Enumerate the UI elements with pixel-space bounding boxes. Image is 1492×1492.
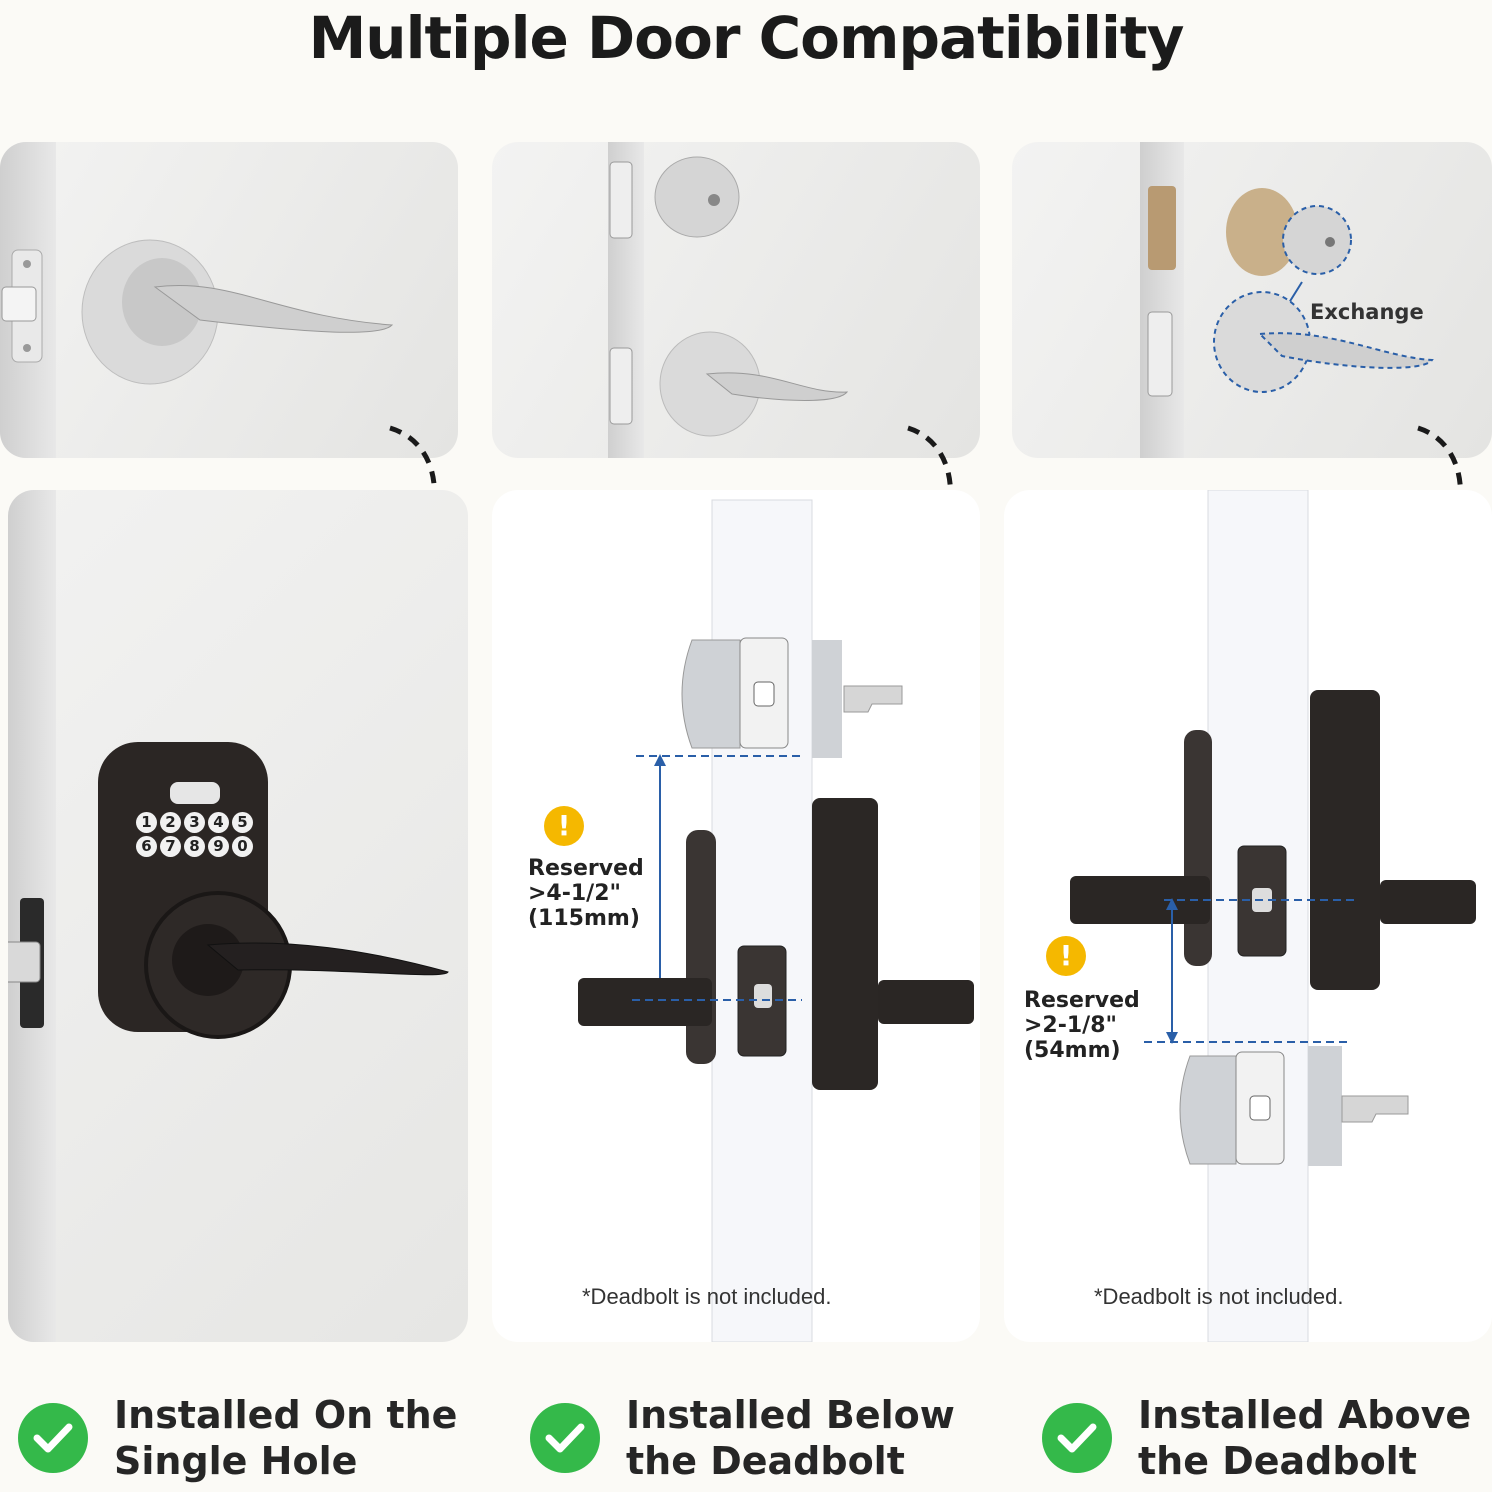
keypad-key-9: 9: [208, 836, 229, 857]
keypad-lever-lock-illustration: [8, 742, 449, 1039]
caption-line-2: the Deadbolt: [1138, 1439, 1417, 1483]
keypad-key-3: 3: [184, 812, 205, 833]
checkmark-icon: [1042, 1403, 1112, 1473]
keypad-key-2: 2: [160, 812, 181, 833]
keypad-key-1: 1: [136, 812, 157, 833]
exchange-illustration: [1147, 186, 1434, 397]
panel-single-hole-install: 1 2 3 4 5 6 7 8 9 0: [8, 490, 468, 1342]
lever-below-deadbolt-illustration: [609, 156, 849, 437]
panel-original-lever: [0, 142, 458, 458]
panel-lever-and-deadbolt: [492, 142, 980, 458]
deadbolt-note: *Deadbolt is not included.: [582, 1284, 832, 1309]
warning-icon: !: [544, 806, 584, 846]
reserved-inches: >4-1/2": [528, 881, 621, 906]
reserved-mm: (54mm): [1024, 1038, 1121, 1063]
lever-handle-illustration: [1, 239, 394, 385]
reserved-dimension-above: Reserved >2-1/8" (54mm): [1024, 988, 1140, 1063]
keypad: 1 2 3 4 5 6 7 8 9 0: [136, 812, 266, 857]
panel-exchange: [1012, 142, 1492, 458]
reserved-inches: >2-1/8": [1024, 1013, 1117, 1038]
deadbolt-note: *Deadbolt is not included.: [1094, 1284, 1344, 1309]
caption-line-1: Installed On the: [114, 1393, 458, 1437]
keypad-key-0: 0: [232, 836, 253, 857]
reserved-label: Reserved: [528, 856, 644, 881]
caption-single-hole: Installed On the Single Hole: [18, 1392, 457, 1484]
keypad-key-6: 6: [136, 836, 157, 857]
page-title: Multiple Door Compatibility: [308, 4, 1185, 72]
keypad-key-5: 5: [232, 812, 253, 833]
caption-below-deadbolt: Installed Below the Deadbolt: [530, 1392, 955, 1484]
keypad-key-7: 7: [160, 836, 181, 857]
caption-above-deadbolt: Installed Above the Deadbolt: [1042, 1392, 1471, 1484]
checkmark-icon: [530, 1403, 600, 1473]
caption-line-2: Single Hole: [114, 1439, 358, 1483]
panel-below-deadbolt: ! Reserved >4-1/2" (115mm) *Deadbolt is …: [492, 490, 980, 1342]
caption-line-1: Installed Below: [626, 1393, 955, 1437]
below-deadbolt-illustration: [578, 499, 974, 1342]
warning-icon: !: [1046, 936, 1086, 976]
caption-line-1: Installed Above: [1138, 1393, 1472, 1437]
panel-above-deadbolt: ! Reserved >2-1/8" (54mm) *Deadbolt is n…: [1004, 490, 1492, 1342]
reserved-mm: (115mm): [528, 906, 640, 931]
checkmark-icon: [18, 1403, 88, 1473]
keypad-key-4: 4: [208, 812, 229, 833]
caption-line-2: the Deadbolt: [626, 1439, 905, 1483]
reserved-dimension-below: Reserved >4-1/2" (115mm): [528, 856, 644, 931]
exchange-label: Exchange: [1310, 300, 1424, 324]
reserved-label: Reserved: [1024, 988, 1140, 1013]
above-deadbolt-illustration: [1070, 490, 1476, 1342]
keypad-key-8: 8: [184, 836, 205, 857]
